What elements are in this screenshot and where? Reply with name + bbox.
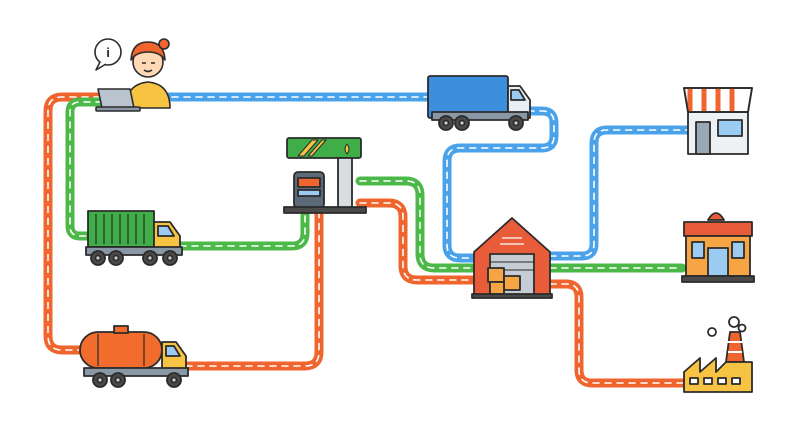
- info-symbol: i: [106, 45, 110, 60]
- routes: [43, 92, 693, 388]
- info-bubble-icon: i: [94, 38, 122, 71]
- orange-route-tanker-station: [181, 205, 324, 371]
- green-route-truck-station: [175, 205, 310, 251]
- person-laptop-icon: i: [94, 38, 171, 112]
- orange-route-warehouse-factory: [545, 279, 693, 388]
- orange-route-station-warehouse: [355, 198, 483, 285]
- container-truck-icon: [85, 210, 183, 266]
- warehouse-icon: [471, 217, 553, 299]
- green-route-station-warehouse: [355, 176, 483, 273]
- factory-icon: [683, 316, 753, 393]
- box-truck-icon: [427, 75, 531, 131]
- fuel-station-icon: [283, 137, 367, 214]
- blue-route-truck-warehouse: [442, 106, 559, 263]
- blue-route-warehouse-shop: [545, 125, 693, 261]
- shop-icon: [683, 87, 753, 155]
- restaurant-icon: [681, 212, 755, 283]
- orange-route-operator-tanker: [43, 92, 105, 355]
- green-route-operator-truck: [65, 97, 107, 241]
- tanker-truck-icon: [79, 325, 189, 388]
